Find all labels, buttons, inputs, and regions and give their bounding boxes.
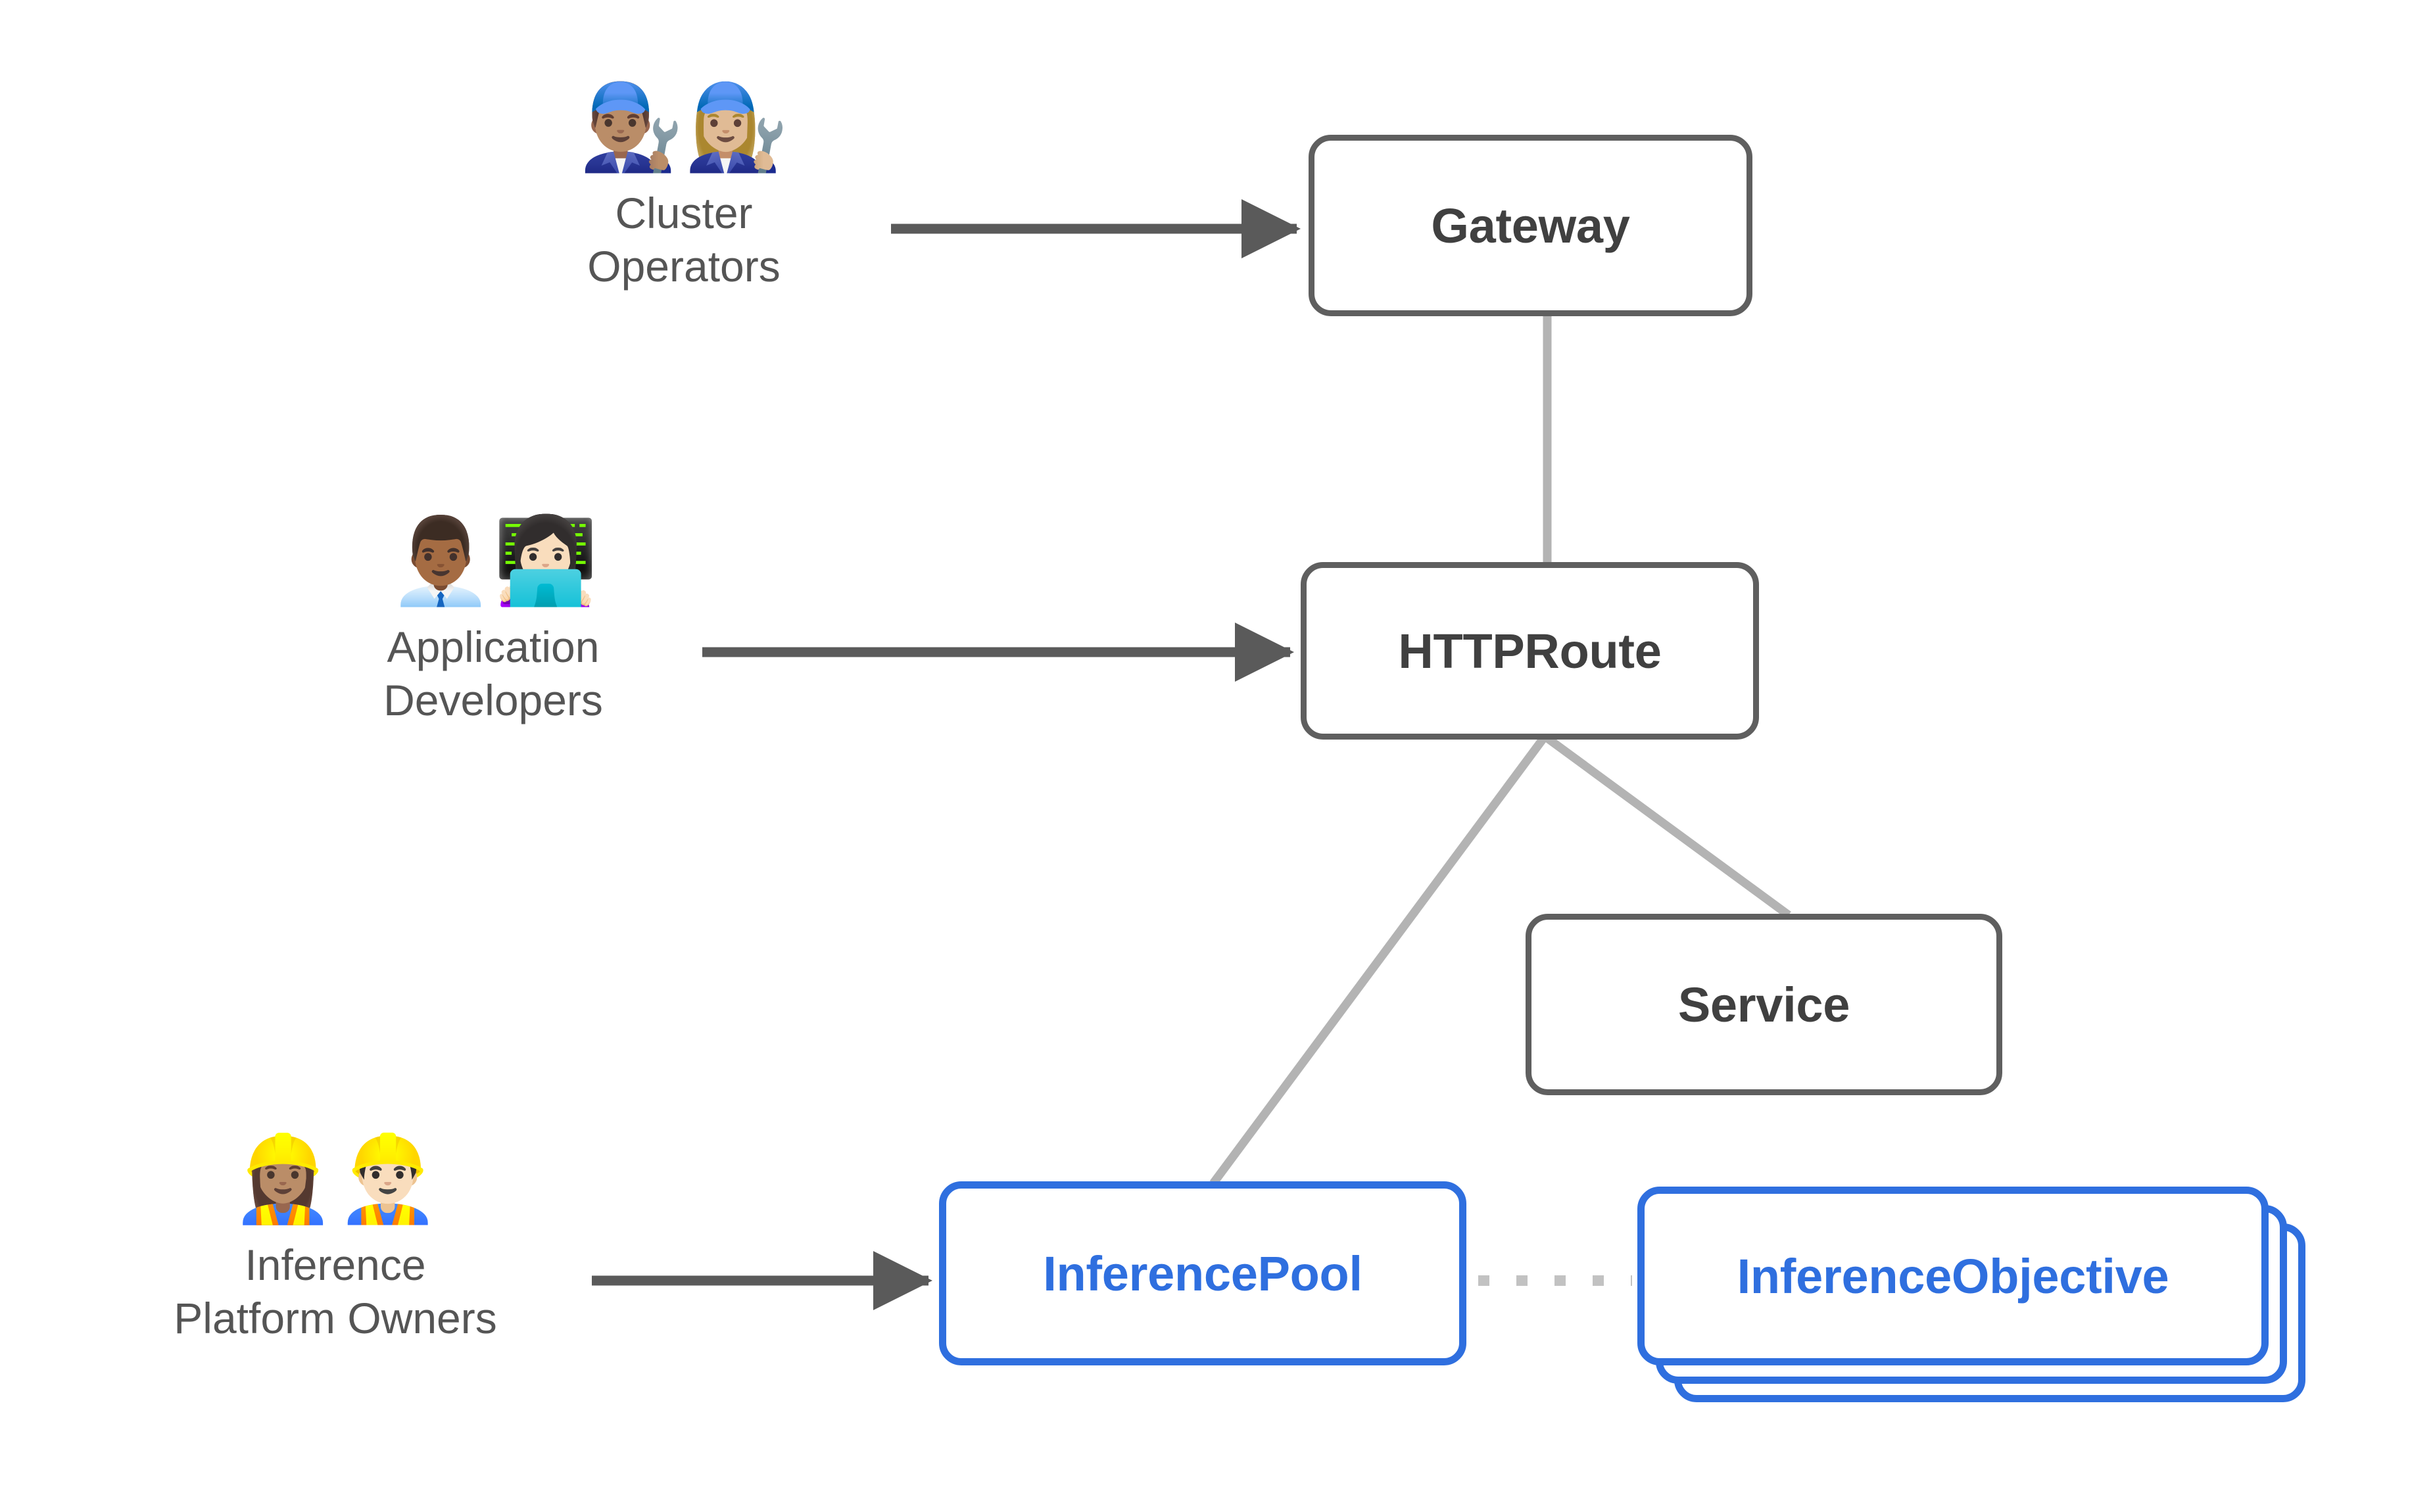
node-inferenceobjective-stack[interactable]: InferenceObjective [1637,1187,2308,1404]
persona-label-inference-platform-owners: Inference Platform Owners [174,1240,497,1342]
node-label-service: Service [1677,977,1850,1032]
node-service[interactable]: Service [1526,914,2002,1095]
edge-httproute-to-inferencepool [1209,735,1548,1186]
woman-mechanic-icon: 👩🏼‍🔧 [684,78,789,176]
persona-cluster-operators: 👨🏽‍🔧 👩🏼‍🔧 Cluster Operators [500,85,868,293]
node-label-inferenceobjective: InferenceObjective [1737,1248,2169,1304]
edge-httproute-to-service [1544,734,1791,919]
node-httproute[interactable]: HTTPRoute [1301,562,1759,740]
node-label-inferencepool: InferencePool [1043,1246,1362,1301]
man-office-worker-icon: 👨🏾‍💼 [388,512,493,610]
node-label-gateway: Gateway [1431,198,1630,253]
woman-technologist-icon: 👩🏻‍💻 [493,512,598,610]
persona-emoji-row: 👷🏽‍♀️ 👷🏻‍♂️ [231,1137,441,1221]
node-inferenceobjective-card-front[interactable]: InferenceObjective [1637,1187,2269,1365]
persona-application-developers: 👨🏾‍💼 👩🏻‍💻 Application Developers [289,519,697,726]
persona-inference-platform-owners: 👷🏽‍♀️ 👷🏻‍♂️ Inference Platform Owners [99,1137,572,1344]
persona-label-application-developers: Application Developers [383,623,603,724]
persona-emoji-row: 👨🏽‍🔧 👩🏼‍🔧 [579,85,789,170]
persona-emoji-row: 👨🏾‍💼 👩🏻‍💻 [389,519,598,603]
node-inferencepool[interactable]: InferencePool [939,1181,1466,1365]
man-construction-worker-icon: 👷🏻‍♂️ [335,1130,441,1228]
node-gateway[interactable]: Gateway [1309,135,1752,316]
woman-construction-worker-icon: 👷🏽‍♀️ [230,1130,335,1228]
persona-label-cluster-operators: Cluster Operators [587,189,781,291]
man-mechanic-icon: 👨🏽‍🔧 [579,78,684,176]
node-label-httproute: HTTPRoute [1398,623,1662,678]
